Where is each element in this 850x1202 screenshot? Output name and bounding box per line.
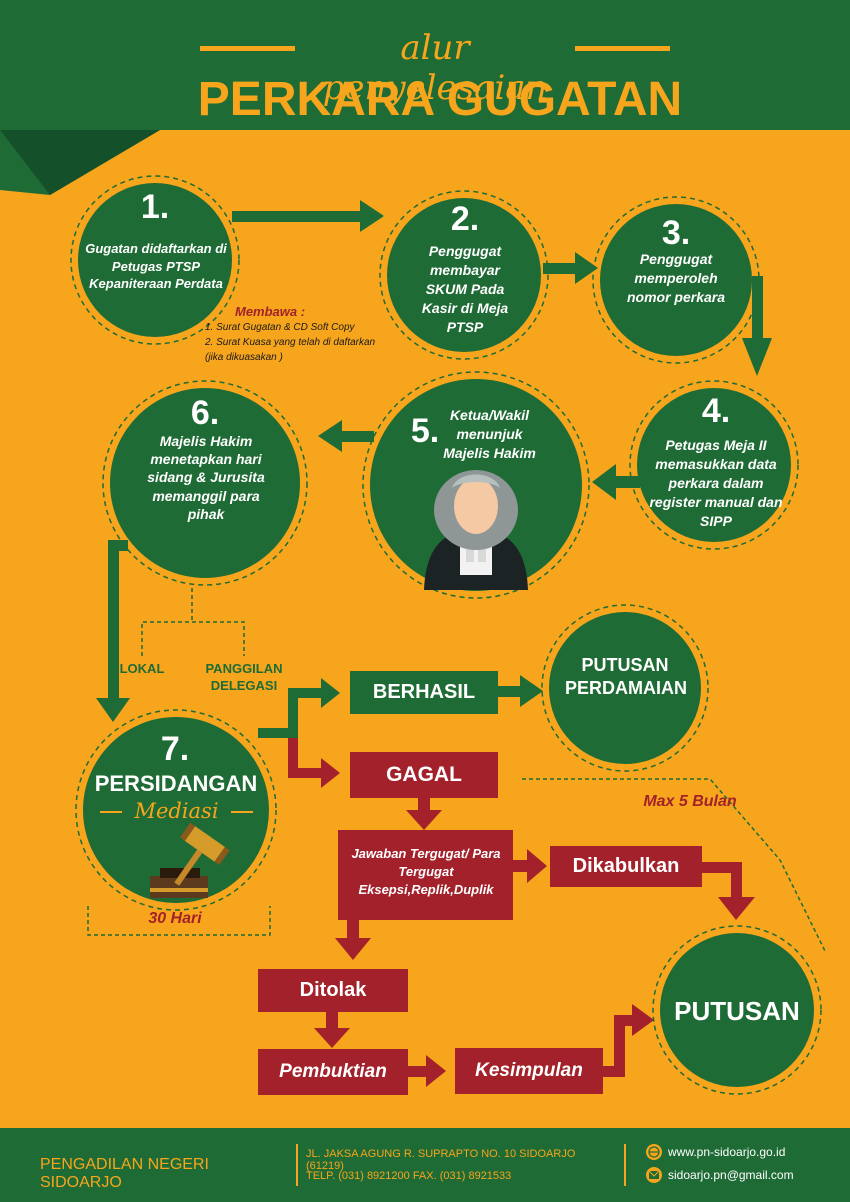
arrow-gagal-to-jawaban bbox=[406, 798, 442, 830]
membawa-item-1: 1. Surat Gugatan & CD Soft Copy bbox=[205, 322, 355, 333]
email-icon bbox=[646, 1167, 662, 1183]
step-7-title: PERSIDANGAN bbox=[94, 771, 258, 796]
gavel-icon bbox=[150, 822, 230, 898]
ditolak-label: Ditolak bbox=[299, 979, 367, 1001]
circle-step-2 bbox=[379, 190, 549, 360]
arrow-6-to-7 bbox=[96, 540, 130, 722]
step-2-number: 2. bbox=[450, 200, 480, 238]
step-7-number: 7. bbox=[160, 730, 190, 768]
hari-label: 30 Hari bbox=[148, 910, 202, 927]
delegasi-label: PANGGILAN DELEGASI bbox=[205, 661, 283, 693]
arrow-7-to-berhasil bbox=[258, 678, 340, 738]
footer-address: JL. JAKSA AGUNG R. SUPRAPTO NO. 10 SIDOA… bbox=[306, 1148, 576, 1172]
step-6-number: 6. bbox=[190, 394, 220, 432]
arrow-jawaban-to-dikabulkan bbox=[513, 849, 547, 883]
dashed-lines bbox=[87, 588, 827, 954]
gagal-box bbox=[350, 752, 498, 798]
dikabulkan-box bbox=[550, 846, 702, 887]
arrow-3-to-4 bbox=[742, 276, 772, 376]
ditolak-box bbox=[258, 969, 408, 1012]
circle-putusan bbox=[652, 925, 822, 1095]
footer-website[interactable]: www.pn-sidoarjo.go.id bbox=[668, 1145, 786, 1159]
circle-step-4 bbox=[629, 380, 799, 550]
circle-step-6 bbox=[102, 380, 308, 586]
footer-email[interactable]: sidoarjo.pn@gmail.com bbox=[668, 1168, 794, 1182]
step-4-text: Petugas Meja II memasukkan data perkara … bbox=[649, 437, 783, 529]
globe-icon bbox=[646, 1144, 662, 1160]
step-1-number: 1. bbox=[140, 188, 170, 226]
mediasi-line-right bbox=[231, 811, 253, 813]
lokal-label: LOKAL bbox=[119, 661, 165, 676]
step-3-text: Penggugat memperoleh nomor perkara bbox=[626, 251, 726, 305]
gagal-label: GAGAL bbox=[386, 763, 462, 786]
putusan-label: PUTUSAN bbox=[674, 996, 800, 1026]
berhasil-box bbox=[350, 671, 498, 714]
judge-icon bbox=[424, 470, 528, 590]
putusan-perdamaian-label: PUTUSAN PERDAMAIAN bbox=[565, 655, 688, 699]
step-5-number: 5. bbox=[410, 412, 440, 450]
mediasi-line-left bbox=[100, 811, 122, 813]
arrow-2-to-3 bbox=[543, 252, 598, 284]
jawaban-box bbox=[338, 830, 513, 920]
arrow-dikabulkan-to-putusan bbox=[702, 862, 755, 920]
step-6-text: Majelis Hakim menetapkan hari sidang & J… bbox=[147, 433, 265, 522]
footer-divider-2 bbox=[624, 1144, 626, 1186]
footer-phone: TELP. (031) 8921200 FAX. (031) 8921533 bbox=[306, 1170, 512, 1182]
header-rule-right bbox=[575, 46, 670, 51]
arrow-jawaban-to-ditolak bbox=[335, 920, 371, 960]
header-fold bbox=[0, 130, 160, 195]
footer-divider-1 bbox=[296, 1144, 298, 1186]
kesimpulan-box bbox=[455, 1048, 603, 1094]
step-5-text: Ketua/Wakil menunjuk Majelis Hakim bbox=[443, 407, 536, 461]
arrow-4-to-5 bbox=[592, 464, 640, 500]
circle-step-1 bbox=[70, 175, 240, 345]
membawa-item-2: 2. Surat Kuasa yang telah di daftarkan bbox=[205, 337, 376, 348]
jawaban-label: Jawaban Tergugat/ Para Tergugat Eksepsi,… bbox=[351, 846, 501, 898]
max-bulan-label: Max 5 Bulan bbox=[643, 793, 737, 810]
step-3-number: 3. bbox=[661, 214, 691, 252]
step-4-number: 4. bbox=[701, 392, 731, 430]
arrow-7-to-gagal bbox=[288, 738, 340, 788]
arrow-berhasil-to-perdamaian bbox=[498, 675, 543, 707]
pembuktian-label: Pembuktian bbox=[279, 1061, 387, 1082]
kesimpulan-label: Kesimpulan bbox=[475, 1060, 583, 1081]
footer-court-name: PENGADILAN NEGERI SIDOARJO bbox=[40, 1156, 209, 1191]
header-rule-left bbox=[200, 46, 295, 51]
arrow-ditolak-to-pembuktian bbox=[314, 1012, 350, 1048]
berhasil-label: BERHASIL bbox=[372, 681, 476, 703]
page-title: PERKARA GUGATAN bbox=[197, 73, 683, 126]
step-1-text: Gugatan didaftarkan di Petugas PTSP Kepa… bbox=[85, 241, 227, 292]
step-7-subtitle: Mediasi bbox=[134, 799, 219, 823]
step-2-text: Penggugat membayar SKUM Pada Kasir di Me… bbox=[421, 243, 509, 335]
arrow-kesimpulan-to-putusan bbox=[603, 1004, 654, 1077]
header-subtitle: alur penyelesaian bbox=[322, 28, 548, 108]
dikabulkan-label: Dikabulkan bbox=[572, 855, 680, 877]
pembuktian-box bbox=[258, 1049, 408, 1095]
circle-putusan-perdamaian bbox=[541, 604, 709, 772]
arrow-1-to-2 bbox=[232, 200, 384, 232]
footer-bar bbox=[0, 1128, 850, 1202]
membawa-item-3: (jika dikuasakan ) bbox=[205, 352, 283, 363]
arrow-5-to-6 bbox=[318, 420, 374, 452]
membawa-title: Membawa : bbox=[235, 304, 306, 319]
arrow-pembuktian-to-kesimpulan bbox=[408, 1055, 446, 1087]
